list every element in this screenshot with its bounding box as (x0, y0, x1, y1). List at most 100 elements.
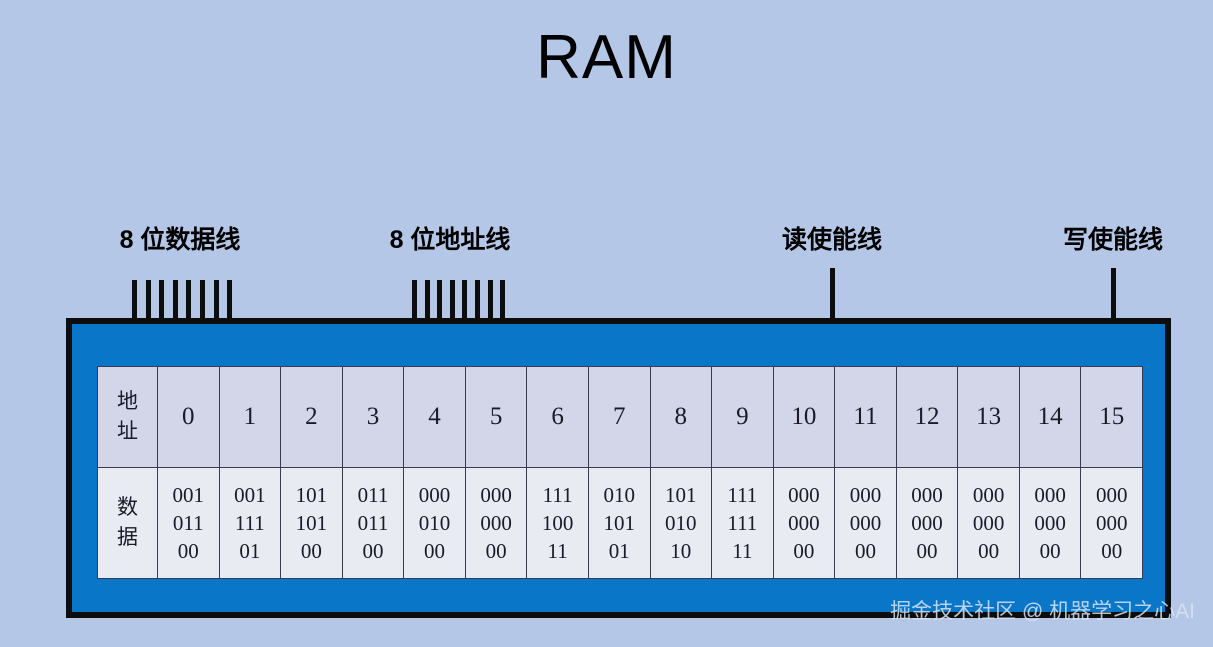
data-bit-group: 000 (911, 511, 943, 535)
address-cell: 1 (218, 366, 282, 468)
pin-data-bus-5 (200, 280, 205, 322)
data-bit-group: 000 (972, 511, 1005, 535)
data-bit-group: 000 (849, 483, 882, 507)
bus-label-data-bus: 8 位数据线 (119, 226, 241, 254)
row-header-data-char: 据 (117, 526, 138, 549)
address-cell: 10 (772, 366, 836, 468)
pin-address-bus-3 (449, 280, 455, 322)
address-cell: 12 (895, 366, 959, 468)
bus-label-read-enable-line: 读使能线 (781, 226, 883, 254)
page-title: RAM (536, 23, 677, 92)
data-bit-group: 000 (1095, 483, 1128, 507)
data-bit-group: 011 (172, 511, 204, 535)
address-cell: 2 (280, 366, 343, 468)
data-bit-group: 100 (541, 511, 574, 535)
data-bit-group: 000 (788, 511, 820, 535)
data-bit-group: 00 (300, 539, 322, 563)
address-cell: 9 (711, 366, 774, 468)
data-bit-group: 101 (295, 511, 328, 535)
data-bit-group: 00 (1101, 539, 1123, 563)
data-cell: 011 011 00 (341, 467, 405, 579)
watermark: 掘金技术社区 @ 机器学习之心AI (890, 600, 1195, 623)
data-bit-group: 00 (485, 539, 507, 563)
pin-write-enable-line-0 (1111, 268, 1116, 322)
address-cell: 8 (649, 366, 713, 468)
row-header-data: 数据 (97, 467, 158, 579)
pin-address-bus-2 (437, 280, 443, 322)
data-bit-group: 00 (1039, 539, 1061, 563)
data-bit-group: 101 (603, 511, 635, 535)
data-bit-group: 000 (418, 483, 451, 507)
pin-data-bus-0 (132, 280, 137, 322)
data-bit-group: 000 (1095, 511, 1128, 535)
pin-address-bus-0 (412, 280, 417, 322)
pin-data-bus-1 (145, 280, 151, 322)
address-cell: 3 (341, 366, 405, 468)
data-bit-group: 111 (727, 483, 758, 507)
data-bit-group: 00 (177, 539, 199, 563)
data-bit-group: 000 (1034, 511, 1066, 535)
data-bit-group: 001 (234, 483, 266, 507)
address-cell: 0 (157, 366, 220, 468)
data-bit-group: 11 (732, 539, 753, 563)
pin-data-bus-4 (186, 280, 192, 322)
data-bit-group: 01 (608, 539, 630, 563)
address-cell: 6 (526, 366, 589, 468)
pin-address-bus-7 (500, 280, 506, 322)
data-bit-group: 101 (295, 483, 328, 507)
data-bit-group: 11 (547, 539, 568, 563)
data-bit-group: 000 (911, 483, 943, 507)
pin-data-bus-6 (213, 280, 219, 322)
data-bit-group: 000 (972, 483, 1005, 507)
row-header-address: 地址 (97, 366, 158, 468)
address-cell: 13 (957, 366, 1020, 468)
pin-address-bus-1 (424, 280, 430, 322)
data-bit-group: 000 (480, 511, 512, 535)
data-bit-group: 000 (1034, 483, 1066, 507)
data-bit-group: 00 (362, 539, 384, 563)
data-bit-group: 00 (424, 539, 446, 563)
data-bit-group: 001 (172, 483, 205, 507)
data-bit-group: 01 (239, 539, 261, 563)
data-bit-group: 000 (849, 511, 882, 535)
address-cell: 4 (403, 366, 466, 468)
data-bit-group: 011 (357, 483, 389, 507)
data-bit-group: 111 (727, 511, 758, 535)
data-bit-group: 00 (916, 539, 938, 563)
data-bit-group: 011 (357, 511, 389, 535)
bus-label-address-bus: 8 位地址线 (389, 226, 511, 254)
pin-data-bus-2 (159, 280, 165, 322)
data-bit-group: 111 (542, 483, 573, 507)
pin-data-bus-7 (227, 280, 233, 322)
data-bit-group: 00 (793, 539, 815, 563)
data-bit-group: 00 (978, 539, 1000, 563)
data-bit-group: 10 (670, 539, 692, 563)
data-bit-group: 000 (480, 483, 512, 507)
data-cell: 111 100 11 (526, 467, 589, 579)
address-cell: 11 (834, 366, 897, 468)
pin-read-enable-line-0 (830, 268, 835, 322)
row-header-data-char: 数 (117, 496, 138, 519)
pin-data-bus-3 (172, 280, 178, 322)
data-bit-group: 101 (665, 483, 697, 507)
pin-address-bus-6 (487, 280, 493, 322)
data-bit-group: 010 (665, 511, 697, 535)
row-header-address-char: 地 (117, 390, 138, 413)
bus-label-write-enable-line: 写使能线 (1062, 226, 1164, 254)
address-cell: 15 (1080, 366, 1143, 468)
